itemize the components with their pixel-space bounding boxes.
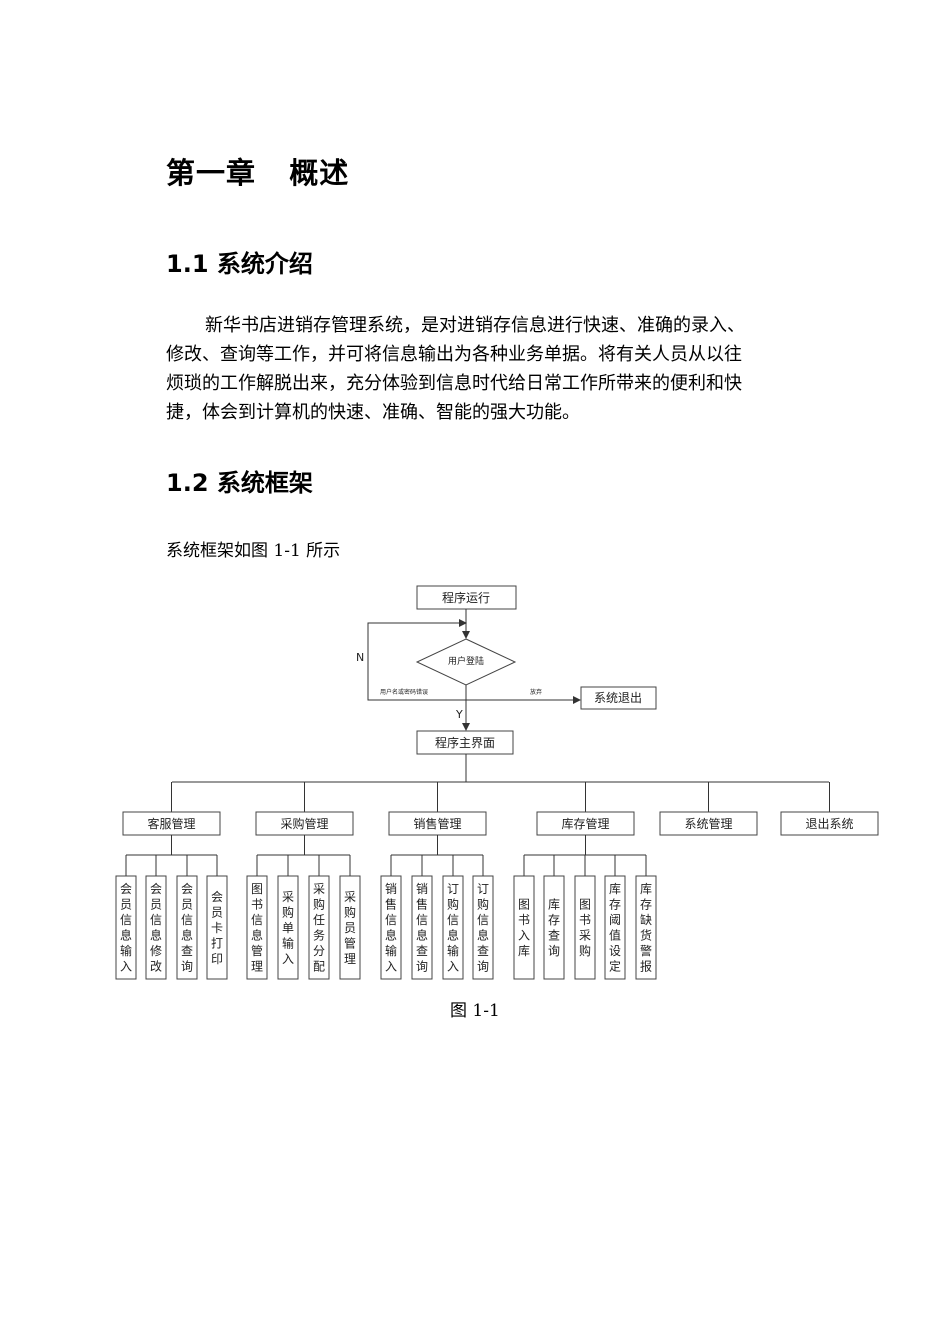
function-box	[176, 875, 198, 980]
paragraph-line: 修改、查询等工作，并可将信息输出为各种业务单据。将有关人员从以往	[166, 344, 742, 365]
figure-intro-text: 系统框架如图 1-1 所示	[166, 541, 341, 561]
error-label: 用户名或密码错误	[380, 688, 428, 696]
function-box	[543, 875, 565, 980]
start-label: 程序运行	[442, 590, 490, 605]
function-box	[411, 875, 433, 980]
figure-caption: 图 1-1	[450, 1001, 500, 1021]
paragraph-line: 烦琐的工作解脱出来，充分体验到信息时代给日常工作所带来的便利和快	[166, 373, 742, 394]
function-label: 图书采购	[579, 898, 591, 959]
function-label: 销售信息输入	[385, 882, 397, 974]
module-label: 库存管理	[561, 816, 609, 831]
module-label: 采购管理	[280, 816, 328, 831]
function-label: 采购员管理	[344, 890, 356, 966]
function-label: 会员信息修改	[150, 882, 162, 974]
function-label: 会员信息输入	[120, 882, 132, 974]
module-label: 销售管理	[413, 816, 461, 831]
module-box	[780, 811, 879, 836]
function-label: 订购信息输入	[447, 882, 459, 974]
function-box	[604, 875, 626, 980]
function-label: 采购任务分配	[313, 882, 325, 974]
function-label: 库存缺货警报	[640, 881, 652, 974]
function-label: 会员信息查询	[181, 882, 193, 974]
function-box	[206, 875, 228, 980]
function-box	[145, 875, 167, 980]
function-label: 库存查询	[548, 897, 560, 959]
paragraph-line: 捷，体会到计算机的快速、准确、智能的强大功能。	[166, 402, 580, 423]
function-label: 图书入库	[518, 898, 530, 959]
main-label: 程序主界面	[435, 735, 495, 750]
function-box	[574, 875, 596, 980]
function-label: 库存阈值设定	[609, 881, 621, 974]
module-label: 客服管理	[147, 816, 195, 831]
function-box	[339, 875, 361, 980]
function-box	[472, 875, 494, 980]
login-label: 用户登陆	[448, 655, 484, 667]
function-box	[246, 875, 268, 980]
function-box	[635, 875, 657, 980]
module-label: 系统管理	[684, 816, 732, 831]
function-box	[380, 875, 402, 980]
yes-label: Y	[455, 708, 463, 721]
exit-label: 系统退出	[594, 691, 642, 705]
function-box	[277, 875, 299, 980]
function-box	[308, 875, 330, 980]
section-title-intro: 1.1 系统介绍	[166, 250, 313, 278]
function-label: 采购单输入	[282, 890, 294, 966]
chapter-title: 第一章 概述	[166, 156, 350, 190]
paragraph-line: 新华书店进销存管理系统，是对进销存信息进行快速、准确的录入、	[205, 315, 745, 336]
function-label: 订购信息查询	[477, 882, 489, 974]
function-label: 销售信息查询	[416, 882, 428, 974]
exit-box	[580, 686, 657, 710]
function-label: 会员卡打印	[211, 890, 223, 966]
no-label: N	[356, 651, 364, 664]
main-box	[416, 730, 514, 755]
function-box	[115, 875, 137, 980]
module-box	[659, 811, 758, 836]
module-label: 退出系统	[805, 817, 853, 831]
function-box	[442, 875, 464, 980]
function-label: 图书信息管理	[251, 882, 263, 974]
function-box	[513, 875, 535, 980]
section-title-framework: 1.2 系统框架	[166, 469, 313, 497]
quit-label: 放弃	[530, 688, 542, 696]
